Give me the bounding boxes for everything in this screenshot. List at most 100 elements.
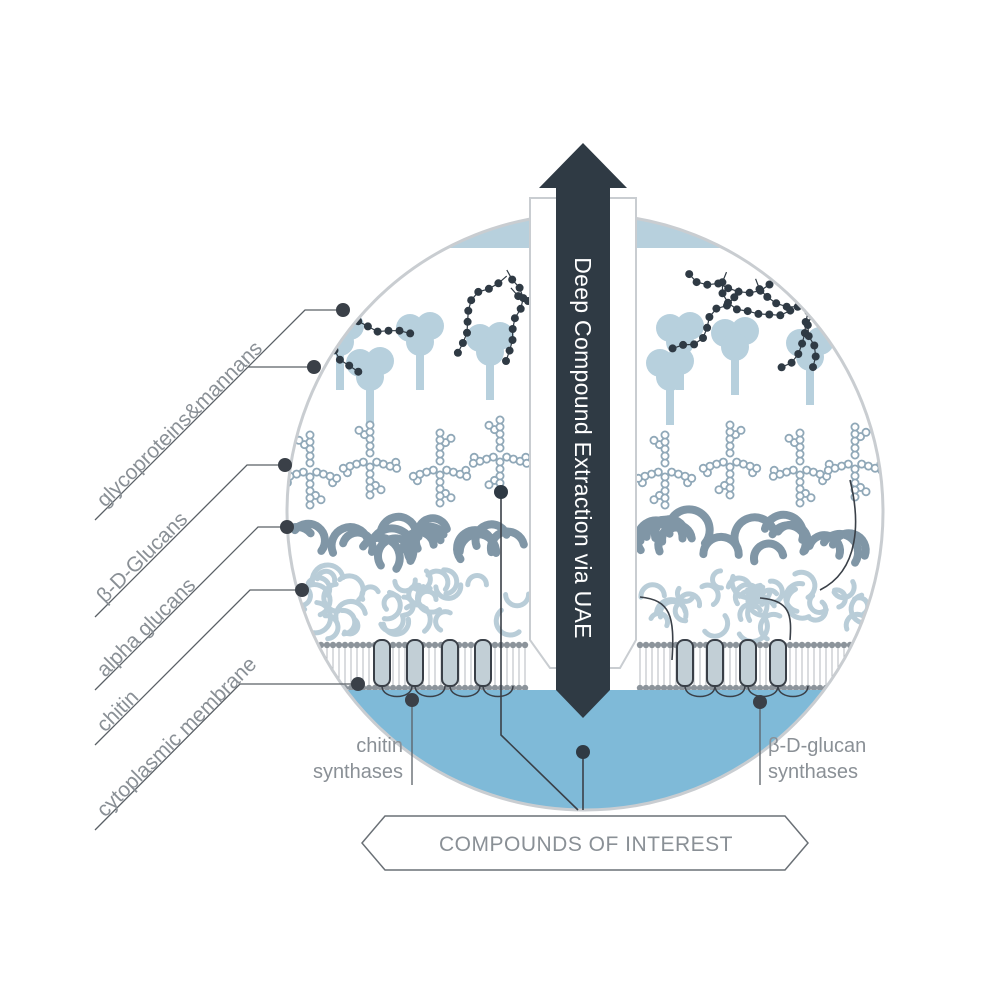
lipid-head xyxy=(287,641,295,649)
lipid-head xyxy=(768,684,776,692)
lipid-head xyxy=(756,641,764,649)
lipid-head xyxy=(798,684,806,692)
lipid-head xyxy=(287,641,289,649)
alpha-glucan-arc xyxy=(368,524,418,565)
chitin-fiber xyxy=(807,593,829,615)
glucan-bead xyxy=(462,471,472,481)
lipid-head xyxy=(521,641,529,649)
alpha-glucan-arc xyxy=(750,539,788,566)
chitin-fiber xyxy=(287,570,298,602)
lipid-head xyxy=(654,684,662,692)
glucan-bead xyxy=(698,463,708,473)
enzyme-leaders xyxy=(405,693,767,785)
chitin-fiber xyxy=(725,575,753,594)
glucan-bead xyxy=(468,458,478,468)
chitin-fiber xyxy=(745,582,769,618)
lipid-head xyxy=(509,641,517,649)
lipid-head xyxy=(666,641,674,649)
glucan-bead xyxy=(446,493,456,503)
arrow-label: Deep Compound Extraction via UAE xyxy=(570,257,596,639)
chitin-fiber xyxy=(737,601,763,622)
label-chitin-synthases-line1: chitin xyxy=(356,735,403,757)
mannan-bead xyxy=(850,348,859,357)
mannan-bead xyxy=(811,290,820,299)
chitin-fiber xyxy=(342,617,361,637)
lipid-head xyxy=(329,684,337,692)
lipid-head xyxy=(395,641,403,649)
label-cytoplasmic-membrane: cytoplasmic membrane xyxy=(92,653,261,822)
lipid-head xyxy=(828,684,836,692)
lipid-head xyxy=(636,641,644,649)
lipid-head xyxy=(521,684,529,692)
mannan-bead xyxy=(339,288,348,297)
mannan-bead xyxy=(323,325,332,334)
lipid-head xyxy=(666,684,674,692)
lipid-head xyxy=(293,684,301,692)
chitin-fiber xyxy=(493,607,522,638)
synthase-protein xyxy=(474,639,492,687)
glucan-bead xyxy=(660,500,670,510)
mannan-bead xyxy=(293,350,302,359)
glucan-bead xyxy=(649,435,659,445)
chitin-fiber xyxy=(503,591,532,609)
synthase-protein xyxy=(739,639,757,687)
chitin-fiber xyxy=(699,582,721,608)
chitin-fiber xyxy=(831,579,857,601)
glucan-bead xyxy=(354,425,364,435)
lipid-head xyxy=(323,641,331,649)
glycoprotein-stem xyxy=(416,330,424,390)
lipid-head xyxy=(425,684,433,692)
lipid-head xyxy=(792,684,800,692)
label-glycoproteins-mannans: glycoproteins&mannans xyxy=(92,337,267,512)
lipid-head xyxy=(750,684,758,692)
glucan-bead xyxy=(736,425,746,435)
lipid-head xyxy=(389,641,397,649)
lipid-head xyxy=(389,684,397,692)
lipid-head xyxy=(515,641,523,649)
glycoprotein-blob xyxy=(796,343,824,371)
outer-cap-right xyxy=(636,214,883,248)
mannan-bead xyxy=(849,326,857,335)
lipid-head xyxy=(359,641,367,649)
glucan-bead xyxy=(338,463,348,473)
mannan-bead xyxy=(306,282,315,291)
glucan-bead xyxy=(725,420,735,430)
glucan-bead xyxy=(714,485,724,495)
synthase-protein xyxy=(706,639,724,687)
mannan-bead xyxy=(302,336,311,345)
mannan-bead xyxy=(815,280,824,289)
lipid-head xyxy=(401,684,409,692)
glucan-bead xyxy=(484,420,494,430)
lipid-head xyxy=(305,641,313,649)
alpha-glucan-arc xyxy=(327,523,372,557)
mannan-bead xyxy=(290,306,299,315)
lipid-head xyxy=(503,684,511,692)
mannan-chain xyxy=(287,289,300,386)
lipid-head xyxy=(672,684,680,692)
glycoprotein-blob xyxy=(316,314,344,342)
glucan-bead xyxy=(435,428,445,438)
lipid-head xyxy=(876,641,883,649)
mannan-bead xyxy=(819,282,828,290)
synthase-loop xyxy=(482,685,514,698)
chitin-fiber xyxy=(321,581,341,614)
glucan-bead xyxy=(365,420,375,430)
synthase-protein xyxy=(769,639,787,687)
chitin-fiber xyxy=(736,616,770,644)
lipid-head xyxy=(864,641,872,649)
synthase-loop xyxy=(777,685,809,698)
synthase-protein xyxy=(373,639,391,687)
lipid-head xyxy=(515,684,523,692)
mannan-chain xyxy=(721,271,791,316)
mannan-bead xyxy=(289,371,298,380)
mannan-bead xyxy=(326,335,335,344)
lipid-head xyxy=(455,684,463,692)
lipid-head xyxy=(311,684,319,692)
alpha-glucan-arc xyxy=(471,520,511,550)
lipid-head xyxy=(636,684,644,692)
lipid-head xyxy=(287,684,295,692)
lipid-head xyxy=(467,684,475,692)
lipid-head xyxy=(648,641,656,649)
compounds-of-interest-box: COMPOUNDS OF INTEREST xyxy=(361,815,809,871)
